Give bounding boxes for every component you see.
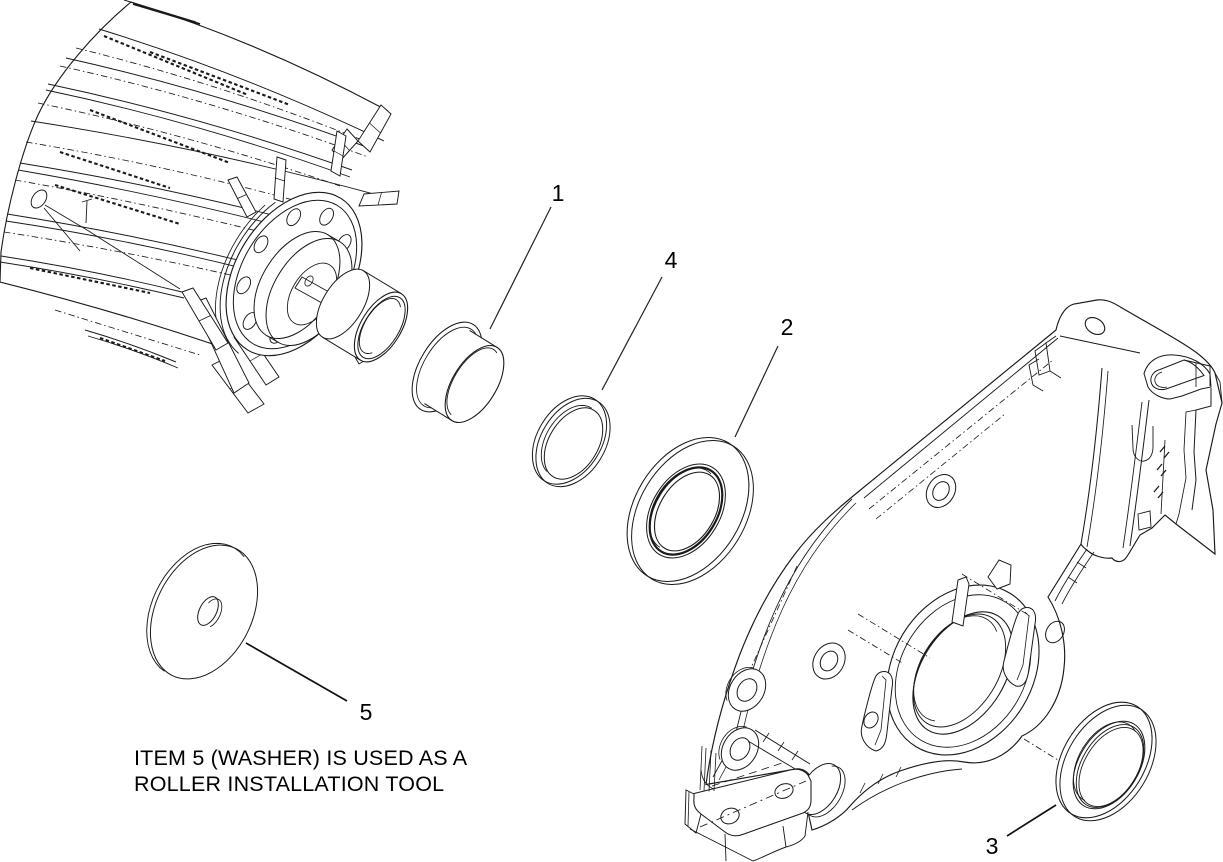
svg-text:3: 3 bbox=[986, 833, 999, 859]
svg-text:1: 1 bbox=[552, 180, 565, 206]
svg-text:4: 4 bbox=[665, 247, 678, 273]
svg-text:2: 2 bbox=[781, 314, 794, 340]
svg-text:5: 5 bbox=[360, 699, 373, 725]
